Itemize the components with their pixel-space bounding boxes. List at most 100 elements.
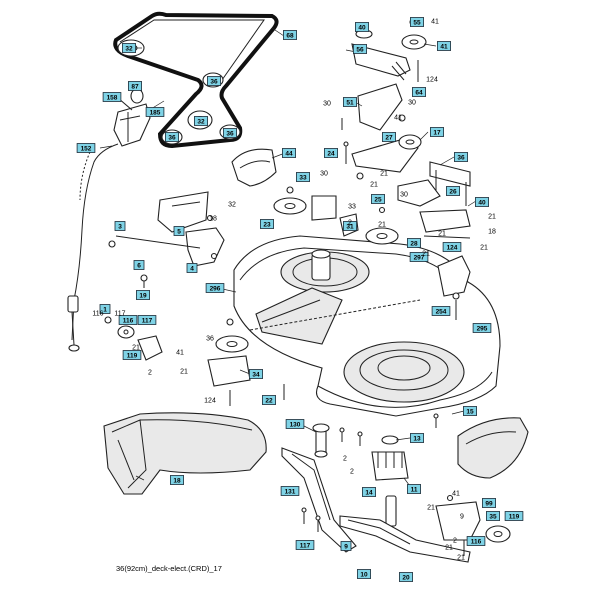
callout-number: 15: [466, 408, 474, 415]
callout-box: [259, 219, 274, 229]
callout-box: [466, 536, 486, 546]
callout-number: 5: [177, 228, 181, 235]
part-label-124: 124: [426, 77, 438, 84]
callout-24: 24: [323, 148, 338, 158]
callout-box: [406, 238, 421, 248]
callout-box: [173, 226, 185, 236]
callout-130: 130: [285, 419, 305, 429]
callout-25: 25: [370, 194, 385, 204]
callout-box: [114, 221, 126, 231]
callout-number: 40: [478, 199, 486, 206]
callout-box: [261, 395, 276, 405]
callout-295: 295: [472, 323, 492, 333]
callout-297: 297: [409, 252, 429, 262]
callout-box: [381, 132, 396, 142]
callout-22: 22: [261, 395, 276, 405]
callout-number: 32: [197, 118, 205, 125]
callout-box: [431, 306, 451, 316]
part-label-21: 21: [438, 231, 446, 238]
part-label-30: 30: [408, 100, 416, 107]
callout-number: 152: [81, 145, 92, 152]
callout-26: 26: [445, 186, 460, 196]
callout-15: 15: [462, 406, 477, 416]
callout-185: 185: [145, 107, 165, 117]
callout-box: [481, 498, 496, 508]
callout-box: [282, 30, 297, 40]
callout-number: 28: [410, 240, 418, 247]
callout-23: 23: [259, 219, 274, 229]
callout-5: 5: [173, 226, 185, 236]
callout-36: 36: [206, 76, 221, 86]
right-idler-assembly: [435, 494, 511, 556]
callout-51: 51: [342, 97, 357, 107]
callout-number: 130: [290, 421, 301, 428]
callout-box: [186, 263, 198, 273]
part-label-2: 2: [348, 220, 352, 227]
callout-116: 116: [466, 536, 486, 546]
callout-number: 3: [118, 223, 122, 230]
part-label-21: 21: [180, 369, 188, 376]
callout-box: [462, 406, 477, 416]
callout-87: 87: [127, 81, 142, 91]
callout-box: [370, 194, 385, 204]
mower-deck: [233, 235, 501, 417]
callout-117: 117: [295, 540, 315, 550]
part-label-41: 41: [176, 350, 184, 357]
callout-box: [429, 127, 444, 137]
callout-box: [169, 475, 184, 485]
callout-56: 56: [352, 44, 367, 54]
discharge-chute: [103, 412, 267, 495]
callout-32: 32: [193, 116, 208, 126]
callout-number: 158: [107, 94, 118, 101]
callout-44: 44: [281, 148, 296, 158]
callout-number: 296: [210, 285, 221, 292]
callout-box: [356, 569, 371, 579]
part-label-21: 21: [132, 345, 140, 352]
callout-number: 11: [411, 486, 418, 493]
part-label-2: 2: [148, 370, 152, 377]
callout-number: 33: [299, 174, 307, 181]
callout-number: 117: [300, 542, 311, 549]
callout-number: 24: [327, 150, 335, 157]
front-pulley-cluster: [207, 318, 285, 406]
callout-box: [409, 252, 429, 262]
callout-4: 4: [186, 263, 198, 273]
callout-14: 14: [361, 487, 376, 497]
clutch-bracket-assembly: [67, 88, 151, 352]
callout-box: [122, 43, 137, 53]
callout-box: [281, 148, 296, 158]
callout-box: [122, 350, 142, 360]
part-label-9: 9: [460, 514, 464, 521]
part-label-33: 33: [348, 204, 356, 211]
part-label-41: 41: [394, 115, 402, 122]
callout-number: 117: [142, 317, 153, 324]
callout-number: 34: [252, 371, 260, 378]
callout-box: [342, 221, 357, 231]
part-label-21: 21: [445, 545, 453, 552]
cutting-blades: [281, 447, 471, 563]
callout-124: 124: [442, 242, 462, 252]
callout-116: 116: [118, 315, 138, 325]
callout-number: 9: [344, 543, 348, 550]
callout-119: 119: [122, 350, 142, 360]
callout-35: 35: [485, 511, 500, 521]
callout-number: 13: [413, 435, 421, 442]
callout-254: 254: [431, 306, 451, 316]
callout-27: 27: [381, 132, 396, 142]
callout-box: [137, 315, 157, 325]
part-label-30: 30: [400, 192, 408, 199]
callout-number: 17: [433, 129, 441, 136]
callout-box: [474, 197, 489, 207]
callout-number: 124: [447, 244, 458, 251]
callout-box: [164, 132, 179, 142]
callout-number: 64: [415, 89, 423, 96]
part-label-117: 117: [114, 311, 125, 318]
part-label-21: 21: [457, 555, 465, 562]
callout-box: [354, 22, 369, 32]
callout-41: 41: [436, 41, 451, 51]
callout-box: [323, 148, 338, 158]
callout-box: [406, 484, 421, 494]
